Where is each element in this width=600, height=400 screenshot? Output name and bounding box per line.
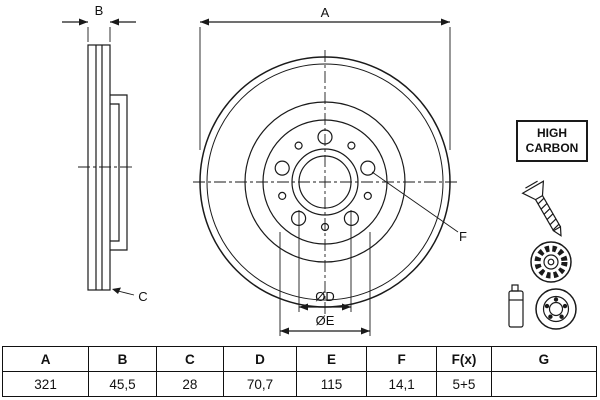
dim-c-label: C [138,289,147,304]
high-carbon-line2: CARBON [526,141,579,155]
small-holes [278,141,372,232]
header-fx: F(x) [436,346,492,372]
value-f: 14,1 [366,371,438,397]
high-carbon-badge [516,120,588,162]
dim-b-label: B [95,3,104,18]
screw-icon [521,180,562,237]
value-fx: 5+5 [436,371,492,397]
dim-f-label: F [459,229,467,244]
header-d: D [222,346,297,372]
drawing-canvas: A B C ØD ØE F HIGH CARBON [62,3,588,336]
high-carbon-line1: HIGH [537,126,567,140]
header-f: F [366,346,438,372]
header-g: G [490,346,598,372]
spray-can-icon [508,284,524,328]
coated-disc-icon [530,241,572,283]
table-value-row: 321 45,5 28 70,7 115 14,1 5+5 [1,371,598,397]
header-c: C [155,346,224,372]
value-b: 45,5 [88,371,157,397]
header-e: E [295,346,368,372]
dim-a-label: A [321,5,330,20]
disc-side-view [78,44,135,291]
dimension-a [199,18,451,150]
value-c: 28 [155,371,224,397]
brake-disc-icon [535,288,577,330]
header-a: A [1,346,90,372]
value-d: 70,7 [222,371,297,397]
dimension-e [279,232,371,336]
dimension-c [112,287,135,296]
value-e: 115 [295,371,368,397]
header-b: B [88,346,157,372]
dimension-d [298,210,352,312]
value-g [490,371,598,397]
table-header-row: A B C D E F F(x) G [1,346,598,372]
dim-d-label: ØD [315,289,335,304]
dimension-table: A B C D E F F(x) G 321 45,5 28 70,7 115 … [1,346,598,397]
dim-e-label: ØE [316,313,335,328]
value-a: 321 [1,371,90,397]
dimension-b [62,18,136,42]
dimension-f-leader [371,171,459,233]
disc-front-view [193,50,458,316]
